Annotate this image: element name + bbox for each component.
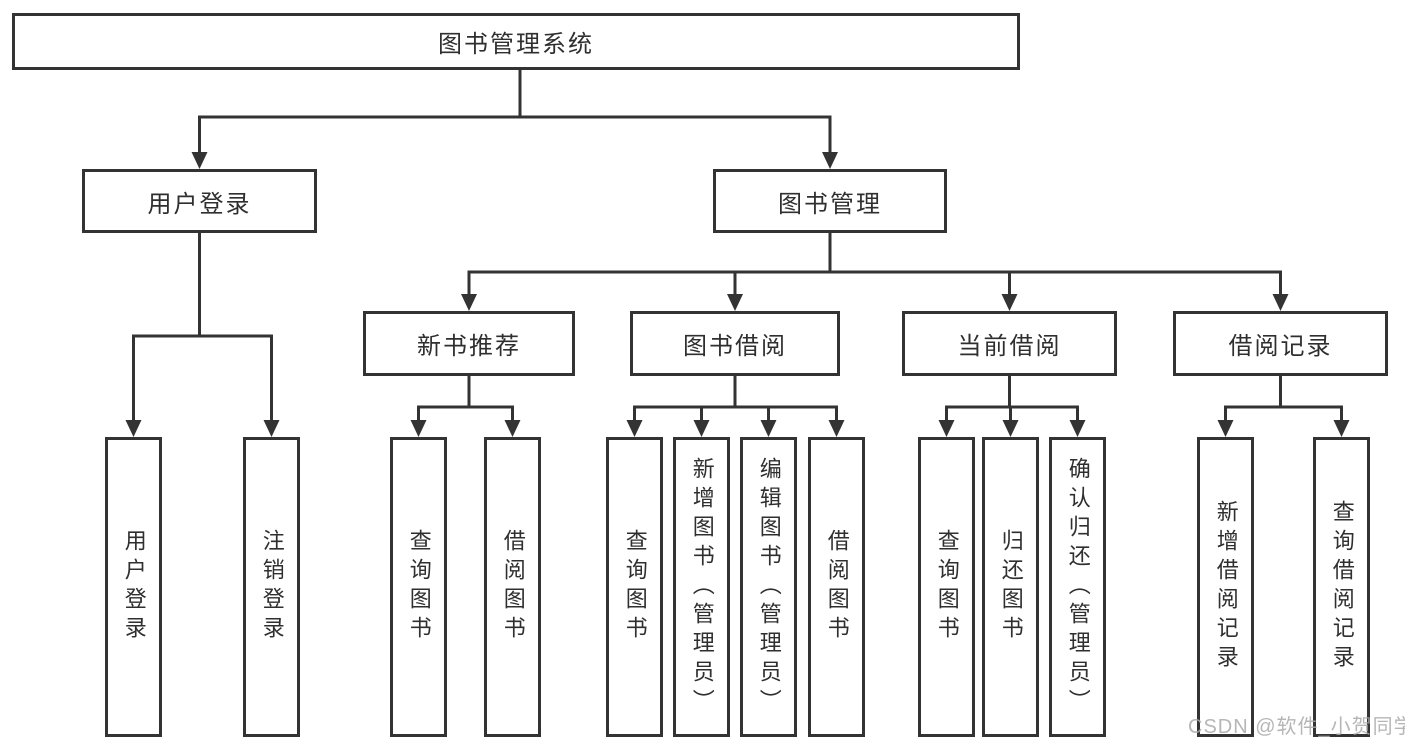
leaf-recommend-borrow-books: 借阅图书 <box>484 437 541 737</box>
leaf-current-return-books: 归还图书 <box>982 437 1039 737</box>
node-borrow-records-label: 借阅记录 <box>1228 333 1333 360</box>
leaf-borrowing-edit-books-admin-label: 编辑图书（管理员） <box>756 456 782 718</box>
leaf-current-query-books-label: 查询图书 <box>934 529 960 645</box>
connector-recommend-to-leaves <box>410 376 521 437</box>
leaf-borrowing-borrow-books: 借阅图书 <box>808 437 865 737</box>
node-current-borrowing: 当前借阅 <box>902 311 1117 376</box>
leaf-logout: 注销登录 <box>243 437 300 737</box>
leaf-borrowing-borrow-books-label: 借阅图书 <box>824 529 850 645</box>
node-user-login-label: 用户登录 <box>147 190 252 218</box>
leaf-recommend-borrow-books-label: 借阅图书 <box>500 529 526 645</box>
leaf-user-login: 用户登录 <box>105 437 162 737</box>
leaf-records-query-record-label: 查询借阅记录 <box>1329 500 1355 674</box>
leaf-current-return-books-label: 归还图书 <box>998 529 1024 645</box>
node-book-management-label: 图书管理 <box>778 190 882 218</box>
leaf-current-confirm-return-admin: 确认归还（管理员） <box>1049 437 1106 737</box>
connector-borrowing-to-leaves <box>626 376 845 437</box>
leaf-records-query-record: 查询借阅记录 <box>1313 437 1370 737</box>
leaf-recommend-query-books-label: 查询图书 <box>406 529 432 645</box>
node-root: 图书管理系统 <box>12 13 1020 70</box>
connector-current-to-leaves <box>938 376 1086 437</box>
leaf-records-add-record-label: 新增借阅记录 <box>1213 500 1239 674</box>
node-new-book-recommend: 新书推荐 <box>363 311 575 376</box>
leaf-current-confirm-return-admin-label: 确认归还（管理员） <box>1065 456 1091 718</box>
leaf-borrowing-add-books-admin: 新增图书（管理员） <box>673 437 730 737</box>
node-new-book-recommend-label: 新书推荐 <box>417 333 521 360</box>
connector-records-to-leaves <box>1217 376 1350 437</box>
node-root-label: 图书管理系统 <box>438 31 594 58</box>
connector-root-to-level2 <box>191 70 838 169</box>
connector-user-login-to-leaves <box>125 233 280 437</box>
node-user-login: 用户登录 <box>82 169 317 233</box>
leaf-user-login-label: 用户登录 <box>121 529 147 645</box>
node-book-borrowing-label: 图书借阅 <box>683 333 787 360</box>
leaf-borrowing-edit-books-admin: 编辑图书（管理员） <box>740 437 797 737</box>
node-book-borrowing: 图书借阅 <box>630 311 840 376</box>
node-book-management: 图书管理 <box>713 169 947 233</box>
leaf-current-query-books: 查询图书 <box>918 437 975 737</box>
connector-book-management-to-level3 <box>461 233 1289 311</box>
node-current-borrowing-label: 当前借阅 <box>957 333 1062 360</box>
node-borrow-records: 借阅记录 <box>1173 311 1388 376</box>
watermark: CSDN @软件_小贺同学 <box>1188 716 1405 738</box>
leaf-borrowing-query-books-label: 查询图书 <box>622 529 648 645</box>
leaf-recommend-query-books: 查询图书 <box>390 437 447 737</box>
leaf-records-add-record: 新增借阅记录 <box>1197 437 1254 737</box>
leaf-logout-label: 注销登录 <box>259 529 285 645</box>
leaf-borrowing-add-books-admin-label: 新增图书（管理员） <box>689 456 715 718</box>
leaf-borrowing-query-books: 查询图书 <box>606 437 663 737</box>
